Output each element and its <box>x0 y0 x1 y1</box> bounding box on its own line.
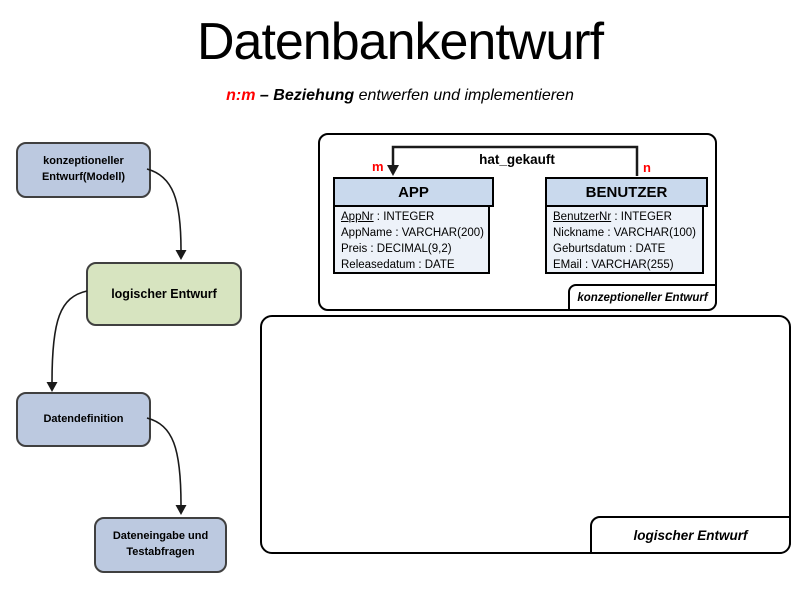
flow-step-logischer-entwurf: logischer Entwurf <box>86 262 242 326</box>
flow-arrow-3-head <box>175 505 187 515</box>
attribute-row: Geburtsdatum : DATE <box>553 241 702 257</box>
attribute-type: DATE <box>635 243 666 255</box>
entity-benutzer-header: BENUTZER <box>545 177 708 207</box>
logical-caption-box: logischer Entwurf <box>590 516 791 554</box>
flow-step-label: konzeptioneller <box>43 155 124 168</box>
subtitle-cardinality-label: n:m <box>226 87 256 104</box>
attribute-name: BenutzerNr <box>553 211 612 223</box>
attribute-separator: : <box>415 259 425 271</box>
attribute-type: INTEGER <box>383 211 435 223</box>
subtitle-topic-label: – Beziehung <box>255 87 355 104</box>
flow-step-label: Entwurf(Modell) <box>41 171 126 183</box>
attribute-row: AppNr : INTEGER <box>341 209 488 225</box>
attribute-type: DATE <box>424 259 455 271</box>
attribute-name: EMail <box>553 259 582 271</box>
flow-step-konzeptioneller-entwurf: konzeptioneller Entwurf(Modell) <box>16 142 151 198</box>
attribute-row: Releasedatum : DATE <box>341 257 488 273</box>
subtitle-action-label: entwerfen und implementieren <box>354 87 574 104</box>
slide-title: Datenbankentwurf <box>196 13 604 71</box>
relationship-label: hat_gekauft <box>479 152 555 167</box>
entity-app-header: APP <box>333 177 494 207</box>
cardinality-n-label: n <box>643 160 651 175</box>
entity-app-title: APP <box>398 183 429 201</box>
flow-arrow-2 <box>51 290 88 383</box>
flow-step-label: Testabfragen <box>126 546 195 558</box>
flow-arrow-1-head <box>175 250 187 260</box>
attribute-row: EMail : VARCHAR(255) <box>553 257 702 273</box>
attribute-type: VARCHAR(100) <box>613 227 696 239</box>
entity-app-attributes: AppNr : INTEGER AppName : VARCHAR(200) P… <box>333 205 490 274</box>
flow-arrow-2-head <box>46 382 58 392</box>
slide-subtitle: n:m – Beziehung entwerfen und implementi… <box>0 87 800 105</box>
attribute-separator: : <box>625 243 636 255</box>
attribute-name: AppNr <box>341 211 374 223</box>
flow-step-label: logischer Entwurf <box>111 286 217 301</box>
flow-step-datendefinition: Datendefinition <box>16 392 151 447</box>
attribute-name: AppName <box>341 227 393 239</box>
attribute-name: Geburtsdatum <box>553 243 626 255</box>
flow-step-label: Datendefinition <box>43 412 124 425</box>
attribute-name: Nickname <box>553 227 605 239</box>
conceptual-design-panel: hat_gekauft m n APP AppNr : INTEGER AppN… <box>318 133 717 311</box>
logical-caption-label: logischer Entwurf <box>633 527 748 543</box>
attribute-name: Preis <box>341 243 368 255</box>
attribute-separator: : <box>373 211 384 223</box>
flow-step-label: Dateneingabe und <box>112 530 209 543</box>
attribute-separator: : <box>604 227 614 239</box>
conceptual-caption-label: konzeptioneller Entwurf <box>577 291 708 304</box>
entity-benutzer-title: BENUTZER <box>585 183 668 201</box>
flow-arrow-1 <box>146 168 182 251</box>
cardinality-m-label: m <box>372 159 384 174</box>
attribute-separator: : <box>581 259 592 271</box>
attribute-type: VARCHAR(255) <box>591 259 674 271</box>
attribute-type: VARCHAR(200) <box>401 227 484 239</box>
entity-benutzer-attributes: BenutzerNr : INTEGER Nickname : VARCHAR(… <box>545 205 704 274</box>
flow-step-dateneingabe: Dateneingabe und Testabfragen <box>94 517 227 573</box>
attribute-row: BenutzerNr : INTEGER <box>553 209 702 225</box>
attribute-type: DECIMAL(9,2) <box>376 243 452 255</box>
attribute-row: Preis : DECIMAL(9,2) <box>341 241 488 257</box>
attribute-separator: : <box>367 243 377 255</box>
attribute-type: INTEGER <box>620 211 672 223</box>
attribute-row: Nickname : VARCHAR(100) <box>553 225 702 241</box>
conceptual-caption-box: konzeptioneller Entwurf <box>568 284 717 311</box>
attribute-separator: : <box>392 227 402 239</box>
logical-design-panel: logischer Entwurf <box>260 315 791 554</box>
attribute-row: AppName : VARCHAR(200) <box>341 225 488 241</box>
flow-arrow-3 <box>146 417 182 506</box>
attribute-separator: : <box>611 211 621 223</box>
attribute-name: Releasedatum <box>341 259 416 271</box>
